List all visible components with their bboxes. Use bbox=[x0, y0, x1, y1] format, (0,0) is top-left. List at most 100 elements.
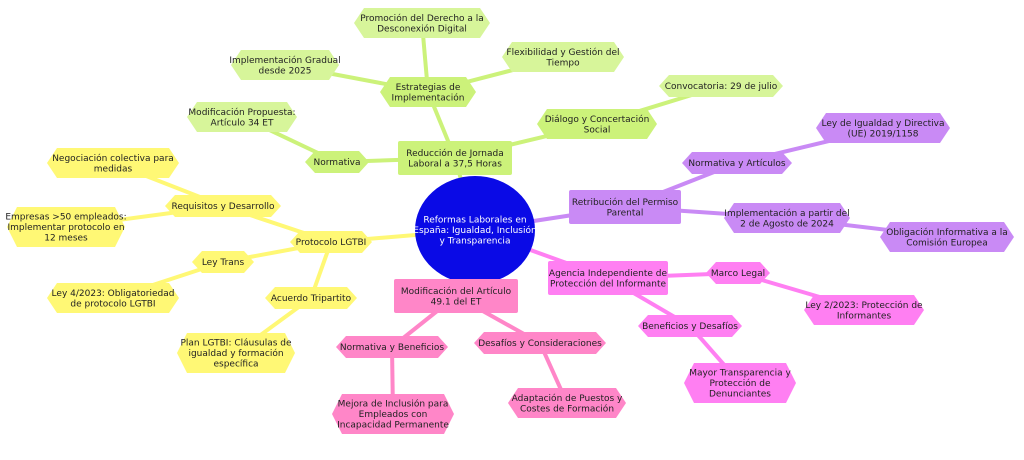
node-label-line: (UE) 2019/1158 bbox=[848, 129, 919, 139]
node-label-line: Tiempo bbox=[545, 58, 580, 68]
node-label-line: Desafíos y Consideraciones bbox=[478, 339, 602, 349]
node-beneficios[interactable]: Beneficios y Desafíos bbox=[638, 315, 742, 337]
node-shape bbox=[569, 190, 681, 224]
node-label-line: Protección del Informante bbox=[550, 278, 667, 289]
node-label-line: desde 2025 bbox=[259, 66, 312, 76]
node-shape bbox=[231, 50, 339, 80]
node-shape bbox=[47, 148, 179, 178]
node-requisitos[interactable]: Requisitos y Desarrollo bbox=[165, 195, 281, 217]
node-leyIgualdad[interactable]: Ley de Igualdad y Directiva(UE) 2019/115… bbox=[816, 113, 950, 143]
node-label-line: Obligación Informativa a la bbox=[886, 227, 1008, 238]
node-label-line: Implementación a partir del bbox=[724, 208, 849, 219]
node-label-line: Adaptación de Puestos y bbox=[512, 393, 623, 404]
node-shape bbox=[724, 203, 850, 233]
node-label-line: Promoción del Derecho a la bbox=[360, 13, 484, 24]
node-label-line: Implementación bbox=[392, 92, 465, 103]
node-shape bbox=[706, 262, 770, 284]
node-label-line: Implementar protocolo en bbox=[7, 223, 124, 233]
node-label-line: Ley 2/2023: Protección de bbox=[805, 300, 923, 311]
node-label-line: España: Igualdad, Inclusión bbox=[413, 225, 536, 236]
node-label-line: Costes de Formación bbox=[520, 403, 614, 414]
node-shape bbox=[638, 315, 742, 337]
node-label-line: Retribución del Permiso bbox=[572, 197, 679, 208]
node-shape bbox=[187, 102, 297, 132]
node-shape bbox=[508, 388, 626, 418]
node-shape bbox=[502, 42, 624, 72]
node-shape bbox=[548, 261, 668, 295]
node-acuerdo[interactable]: Acuerdo Tripartito bbox=[265, 287, 357, 309]
node-convocatoria[interactable]: Convocatoria: 29 de julio bbox=[659, 75, 783, 97]
node-label-line: Protección de bbox=[709, 378, 771, 389]
node-shape bbox=[192, 251, 254, 273]
node-shape bbox=[682, 152, 792, 174]
node-normArt[interactable]: Normativa y Artículos bbox=[682, 152, 792, 174]
node-shape bbox=[177, 333, 295, 373]
node-shape bbox=[47, 283, 179, 313]
node-lgtbi[interactable]: Protocolo LGTBI bbox=[290, 231, 372, 253]
node-shape bbox=[684, 363, 796, 403]
node-label-line: Normativa bbox=[314, 158, 361, 168]
node-label-line: Social bbox=[584, 125, 611, 135]
node-label-line: Incapacidad Permanente bbox=[337, 421, 449, 431]
node-shape bbox=[7, 207, 125, 247]
node-empresas[interactable]: Empresas >50 empleados:Implementar proto… bbox=[5, 207, 127, 247]
node-marco[interactable]: Marco Legal bbox=[706, 262, 770, 284]
node-label-line: 12 meses bbox=[44, 234, 88, 244]
node-normBen[interactable]: Normativa y Beneficios bbox=[336, 336, 448, 358]
node-label-line: Acuerdo Tripartito bbox=[271, 294, 352, 304]
node-shape bbox=[394, 279, 518, 313]
node-label-line: Convocatoria: 29 de julio bbox=[665, 82, 778, 92]
node-label-line: Parental bbox=[607, 208, 644, 218]
node-modificacion34[interactable]: Modificación Propuesta:Artículo 34 ET bbox=[187, 102, 297, 132]
node-label-line: Reducción de Jornada bbox=[406, 148, 504, 159]
node-label-line: igualdad y formación bbox=[188, 348, 283, 359]
node-label-line: Empresas >50 empleados: bbox=[5, 213, 126, 223]
node-label-line: Requisitos y Desarrollo bbox=[172, 202, 275, 212]
node-shape bbox=[537, 109, 657, 139]
node-shape bbox=[290, 231, 372, 253]
node-shape bbox=[659, 75, 783, 97]
node-label-line: Empleados con bbox=[359, 410, 428, 420]
node-label-line: Diálogo y Concertación bbox=[545, 114, 650, 125]
node-shape bbox=[398, 141, 512, 175]
node-shape bbox=[380, 77, 476, 107]
node-label-line: Normativa y Artículos bbox=[688, 159, 786, 169]
node-label-line: Negociación colectiva para bbox=[52, 153, 174, 164]
node-label-line: Mayor Transparencia y bbox=[689, 369, 791, 379]
node-shape bbox=[305, 151, 369, 173]
node-label-line: Beneficios y Desafíos bbox=[642, 322, 738, 332]
node-label-line: Informantes bbox=[837, 311, 892, 321]
node-shape bbox=[165, 195, 281, 217]
node-normativa1[interactable]: Normativa bbox=[305, 151, 369, 173]
node-label-line: Ley Trans bbox=[202, 258, 245, 268]
node-label-line: Flexibilidad y Gestión del bbox=[506, 47, 619, 58]
node-shape bbox=[804, 295, 924, 325]
node-label-line: Laboral a 37,5 Horas bbox=[408, 159, 502, 169]
node-shape bbox=[265, 287, 357, 309]
node-label-line: Protocolo LGTBI bbox=[296, 238, 367, 248]
node-label-line: 2 de Agosto de 2024 bbox=[740, 219, 834, 229]
node-desafiosCons[interactable]: Desafíos y Consideraciones bbox=[474, 332, 606, 354]
node-leyTrans[interactable]: Ley Trans bbox=[192, 251, 254, 273]
